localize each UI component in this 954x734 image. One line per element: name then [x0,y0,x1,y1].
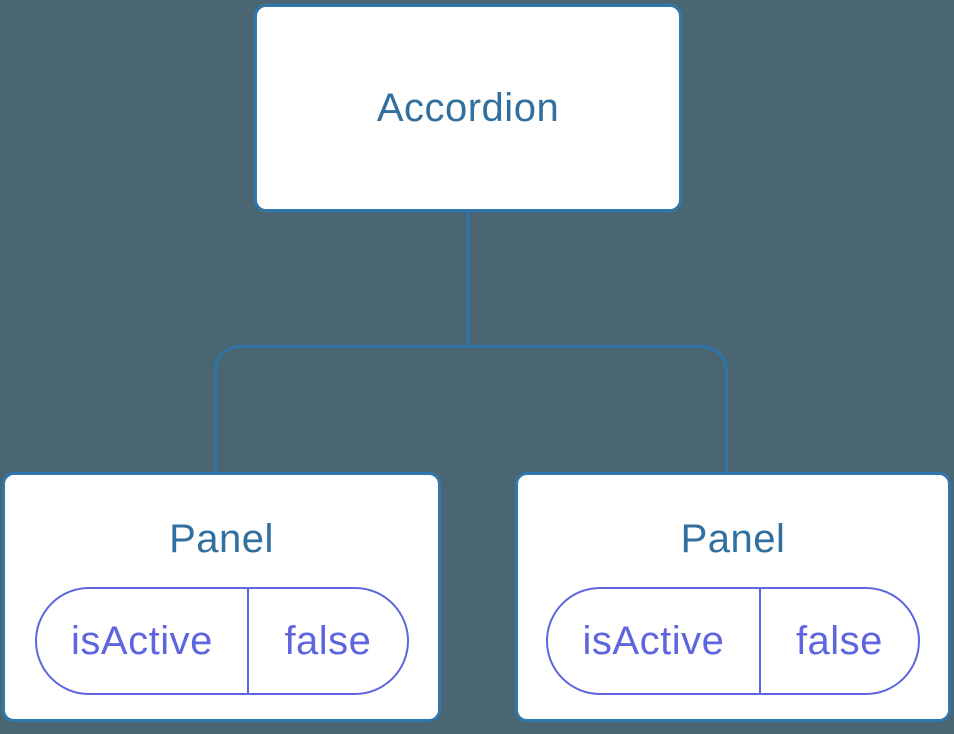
connector-stem [467,211,470,347]
accordion-node-label: Accordion [376,85,560,130]
accordion-node: Accordion [254,4,682,212]
state-value-cell: false [795,618,883,663]
panel-node-left: Panel isActive false [2,472,441,722]
panel-node-label: Panel [169,517,274,561]
state-value-cell: false [284,618,372,663]
panel-node-right: Panel isActive false [515,472,951,722]
connector-bracket [214,345,728,472]
state-pill: isActive false [546,587,920,695]
state-key-cell: isActive [548,589,761,693]
panel-node-label: Panel [680,517,786,561]
state-key-cell: isActive [37,589,250,693]
state-pill: isActive false [34,587,409,695]
